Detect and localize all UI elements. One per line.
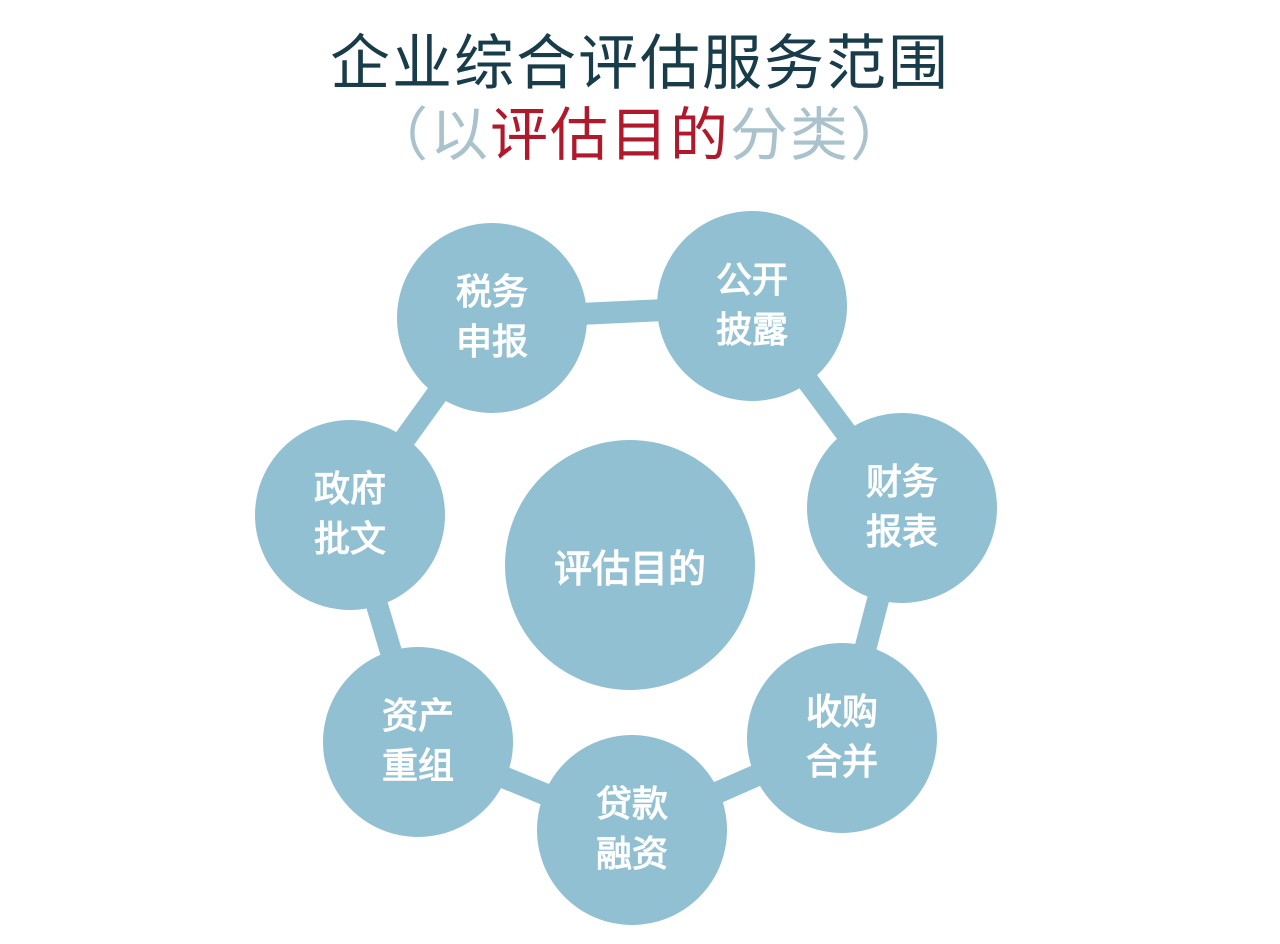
node-loan-financing: 贷款融资 [537, 735, 727, 925]
node-label-line2: 重组 [381, 746, 454, 787]
page-subtitle: （以评估目的分类） [0, 100, 1280, 170]
node-label-line1: 财务 [865, 462, 938, 503]
node-asset-restructuring: 资产重组 [323, 647, 513, 837]
node-financial-statements: 财务报表 [807, 413, 997, 603]
node-label-line1: 公开 [715, 260, 788, 301]
node-mergers-acquisitions: 收购合并 [747, 643, 937, 833]
subtitle-open: （以 [369, 101, 490, 169]
center-node: 评估目的 [505, 440, 755, 690]
node-label-line2: 披露 [715, 310, 788, 351]
center-label: 评估目的 [553, 546, 706, 591]
node-label-line1: 贷款 [595, 784, 668, 825]
subtitle-rest: 分类） [730, 101, 911, 169]
node-label-line1: 资产 [381, 696, 454, 737]
node-label-line1: 政府 [313, 469, 386, 510]
node-label-line2: 批文 [313, 519, 386, 560]
node-government-approval: 政府批文 [255, 420, 445, 610]
node-public-disclosure: 公开披露 [657, 211, 847, 401]
node-label-line2: 合并 [805, 742, 878, 783]
page-title: 企业综合评估服务范围 [330, 29, 950, 99]
node-label-line1: 收购 [805, 692, 878, 733]
node-label-line2: 融资 [595, 834, 668, 875]
node-label-line2: 申报 [455, 322, 528, 363]
subtitle-highlight: 评估目的 [489, 101, 730, 169]
node-label-line1: 税务 [455, 272, 528, 313]
node-label-line2: 报表 [865, 512, 938, 553]
node-tax-filing: 税务申报 [397, 223, 587, 413]
